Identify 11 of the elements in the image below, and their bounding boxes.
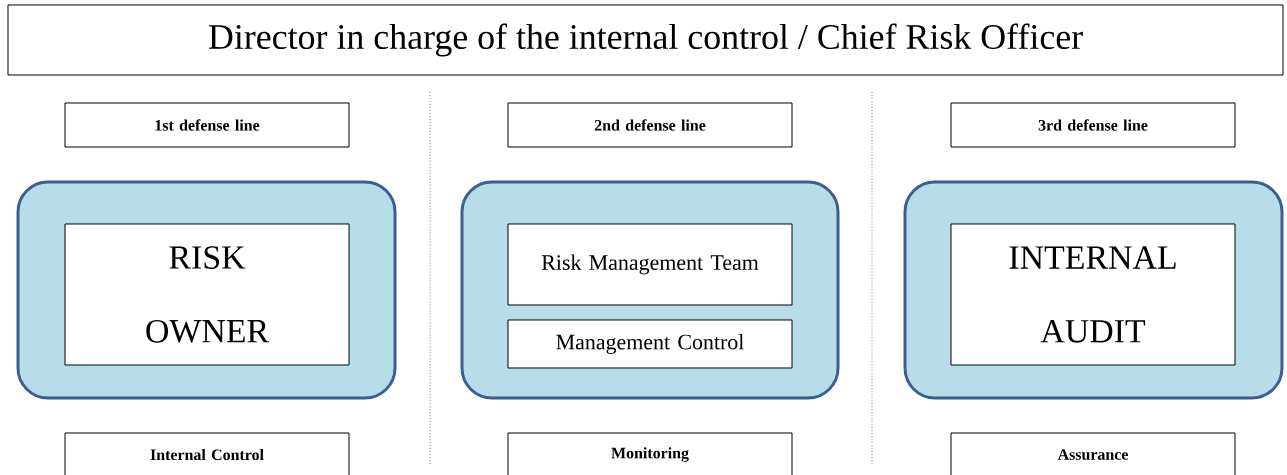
label-box: 2nd defense line xyxy=(507,102,793,148)
role-box: RISK OWNER xyxy=(64,223,350,366)
team-box: Management Control xyxy=(507,319,793,369)
team-box: Risk Management Team xyxy=(507,223,793,306)
label-box: 1st defense line xyxy=(64,102,350,148)
label-box: Monitoring xyxy=(507,432,793,475)
label-box: Assurance xyxy=(950,432,1236,475)
label-box: 3rd defense line xyxy=(950,102,1236,148)
label-box: Internal Control xyxy=(64,432,350,475)
role-box: INTERNAL AUDIT xyxy=(950,223,1236,366)
title-box: Director in charge of the internal control / Chief Risk Officer xyxy=(7,4,1284,76)
